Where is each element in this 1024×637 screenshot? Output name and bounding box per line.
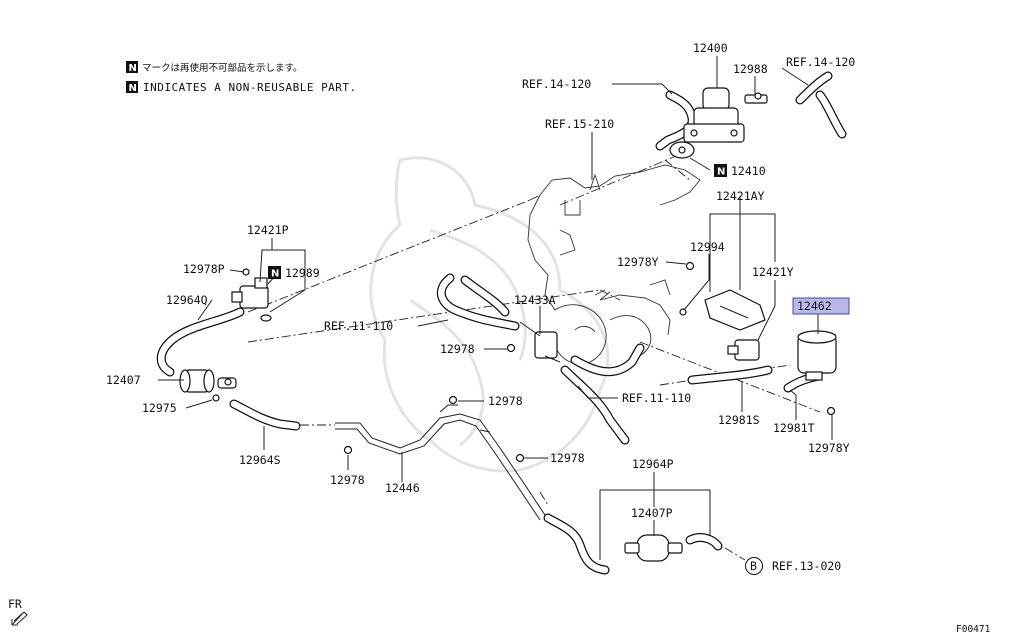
- label-12978-d: 12978: [330, 473, 365, 487]
- ref-15-210: REF.15-210: [545, 117, 614, 131]
- pipe-12446: [335, 404, 546, 521]
- label-12462: 12462: [797, 299, 832, 313]
- svg-text:マークは再使用不可部品を示します。: マークは再使用不可部品を示します。: [142, 62, 303, 74]
- svg-text:B: B: [750, 559, 757, 573]
- n-marker-12410: N: [714, 164, 727, 178]
- ref-14-120-left: REF.14-120: [522, 77, 591, 91]
- ref-11-110-lower: REF.11-110: [622, 391, 691, 405]
- label-12407: 12407: [106, 373, 141, 387]
- highlight-12462[interactable]: [792, 297, 850, 315]
- component-12400-valve: [669, 87, 768, 159]
- reference-labels: REF.14-120 REF.14-120 REF.15-210 REF.11-…: [324, 55, 855, 575]
- label-12978Y-a: 12978Y: [617, 255, 659, 269]
- label-12988: 12988: [733, 62, 768, 76]
- component-12462-canister: [797, 330, 837, 381]
- label-12407P: 12407P: [631, 506, 673, 520]
- hoses: [156, 71, 847, 575]
- part-labels: 12400 12988 12410 12421AY 12421P 12978P …: [106, 41, 850, 520]
- label-12981S: 12981S: [718, 413, 760, 427]
- svg-text:N: N: [129, 83, 137, 94]
- ref-11-110-left: REF.11-110: [324, 319, 393, 333]
- label-12410: 12410: [731, 164, 766, 178]
- engine-outline: [527, 164, 701, 365]
- label-12989: 12989: [285, 266, 320, 280]
- bolts: [212, 92, 836, 463]
- component-12421Y-solenoid: [704, 289, 766, 361]
- label-12964P: 12964P: [632, 457, 674, 471]
- label-12421Y: 12421Y: [752, 265, 794, 279]
- watermark-emblem: [369, 156, 610, 473]
- ref-13-020: REF.13-020: [772, 559, 841, 573]
- leader-lines: [158, 56, 833, 560]
- ref-circle-b: [745, 557, 763, 575]
- component-12407-filter: [179, 369, 237, 393]
- label-12978P: 12978P: [183, 262, 225, 276]
- svg-text:N: N: [717, 167, 725, 178]
- svg-text:N: N: [129, 63, 137, 74]
- label-12981T: 12981T: [773, 421, 815, 435]
- label-12421P: 12421P: [247, 223, 289, 237]
- label-12433A: 12433A: [514, 293, 556, 307]
- label-12994: 12994: [690, 240, 725, 254]
- component-12433A-connector: [519, 321, 561, 363]
- component-12421P-solenoid: [231, 277, 272, 322]
- figure-code: F00471: [956, 624, 991, 635]
- legend-note: N マークは再使用不可部品を示します。 N INDICATES A NON-RE…: [126, 61, 357, 94]
- component-12407P-filter: [624, 534, 683, 562]
- label-12400: 12400: [693, 41, 728, 55]
- label-12964Q: 12964Q: [166, 293, 208, 307]
- ref-14-120-right: REF.14-120: [786, 55, 855, 69]
- svg-text:FR: FR: [8, 597, 22, 611]
- label-12978-c: 12978: [550, 451, 585, 465]
- label-12978-b: 12978: [488, 394, 523, 408]
- fr-indicator: FR: [8, 597, 28, 626]
- svg-text:INDICATES A NON-REUSABLE PART.: INDICATES A NON-REUSABLE PART.: [143, 81, 357, 94]
- svg-text:N: N: [271, 269, 279, 280]
- n-marker-12989: N: [268, 266, 281, 280]
- label-12446: 12446: [385, 481, 420, 495]
- label-12421AY: 12421AY: [716, 189, 765, 203]
- label-12978-a: 12978: [440, 342, 475, 356]
- label-12964S: 12964S: [239, 453, 281, 467]
- label-12978Y-b: 12978Y: [808, 441, 850, 455]
- label-12975: 12975: [142, 401, 177, 415]
